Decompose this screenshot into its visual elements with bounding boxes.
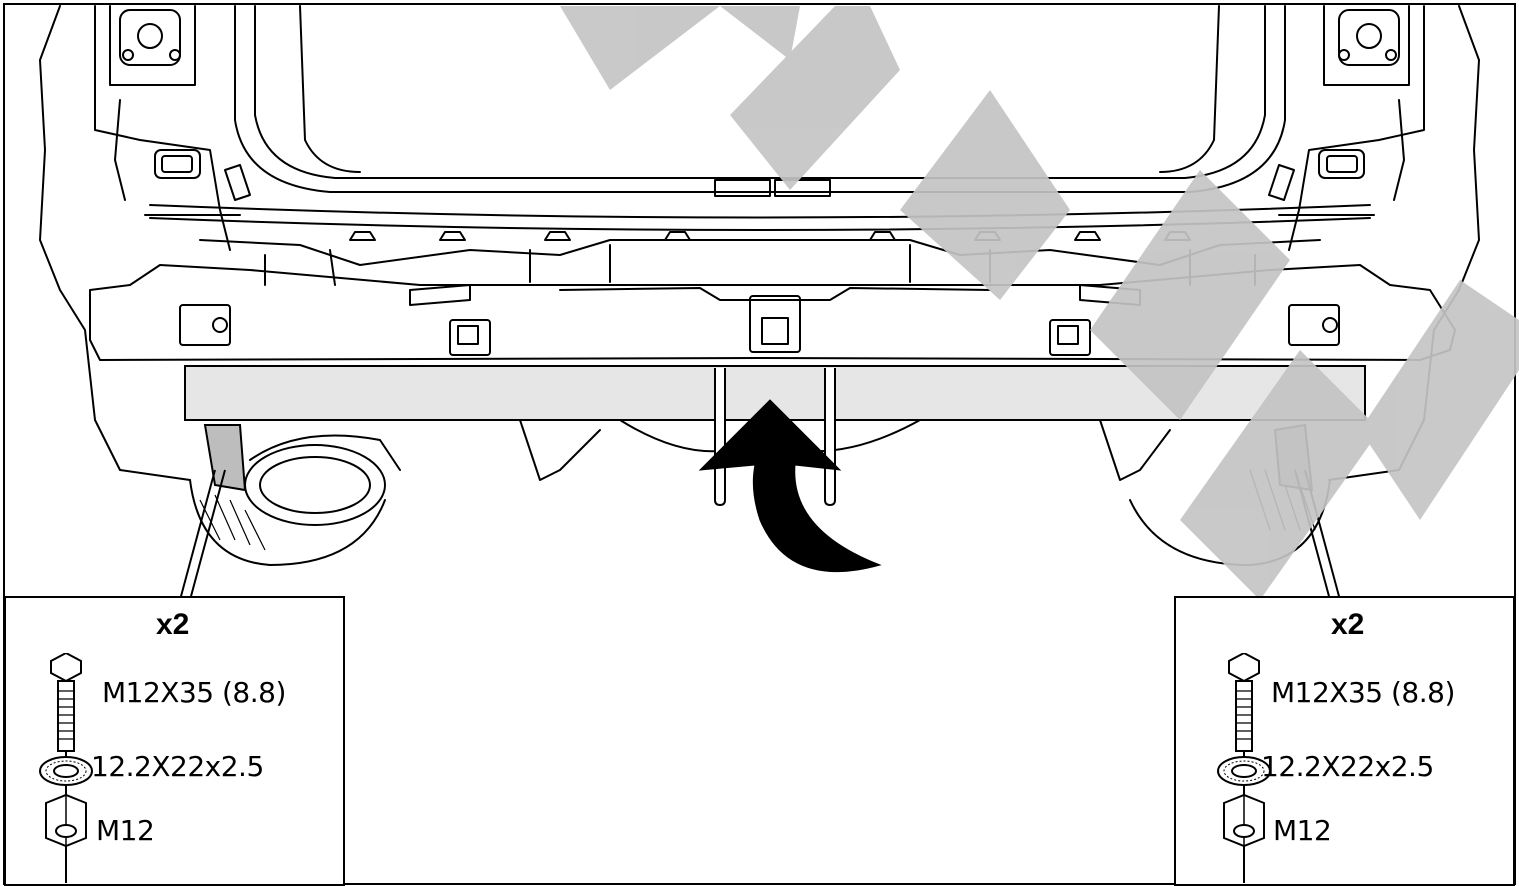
- washer-spec: 12.2X22x2.5: [91, 750, 264, 783]
- nut-spec: M12: [96, 814, 155, 847]
- bolt-spec: M12X35 (8.8): [1271, 676, 1455, 709]
- hardware-stack-icon: [1217, 653, 1271, 883]
- hardware-callout-right: x2 M12X35 (8.8) 12.2X22x2.5 M12: [1174, 596, 1515, 886]
- hardware-callout-left: x2 M12X35 (8.8) 12.2X22x2.5 M12: [4, 596, 345, 886]
- hex-nut-icon: [45, 793, 87, 848]
- hex-nut-icon: [1223, 793, 1265, 848]
- serrated-washer-icon: [1217, 756, 1271, 786]
- hex-bolt-icon: [1228, 653, 1260, 752]
- hex-bolt-icon: [50, 653, 82, 752]
- frame-border: [3, 3, 1516, 885]
- bolt-spec: M12X35 (8.8): [102, 676, 286, 709]
- serrated-washer-icon: [39, 756, 93, 786]
- nut-spec: M12: [1273, 814, 1332, 847]
- washer-spec: 12.2X22x2.5: [1261, 750, 1434, 783]
- hardware-stack-icon: [39, 653, 93, 883]
- rotate-arrow-icon: [698, 399, 882, 572]
- quantity-label: x2: [1331, 608, 1365, 641]
- watermark-shapes: [560, 6, 1519, 600]
- quantity-label: x2: [156, 608, 190, 641]
